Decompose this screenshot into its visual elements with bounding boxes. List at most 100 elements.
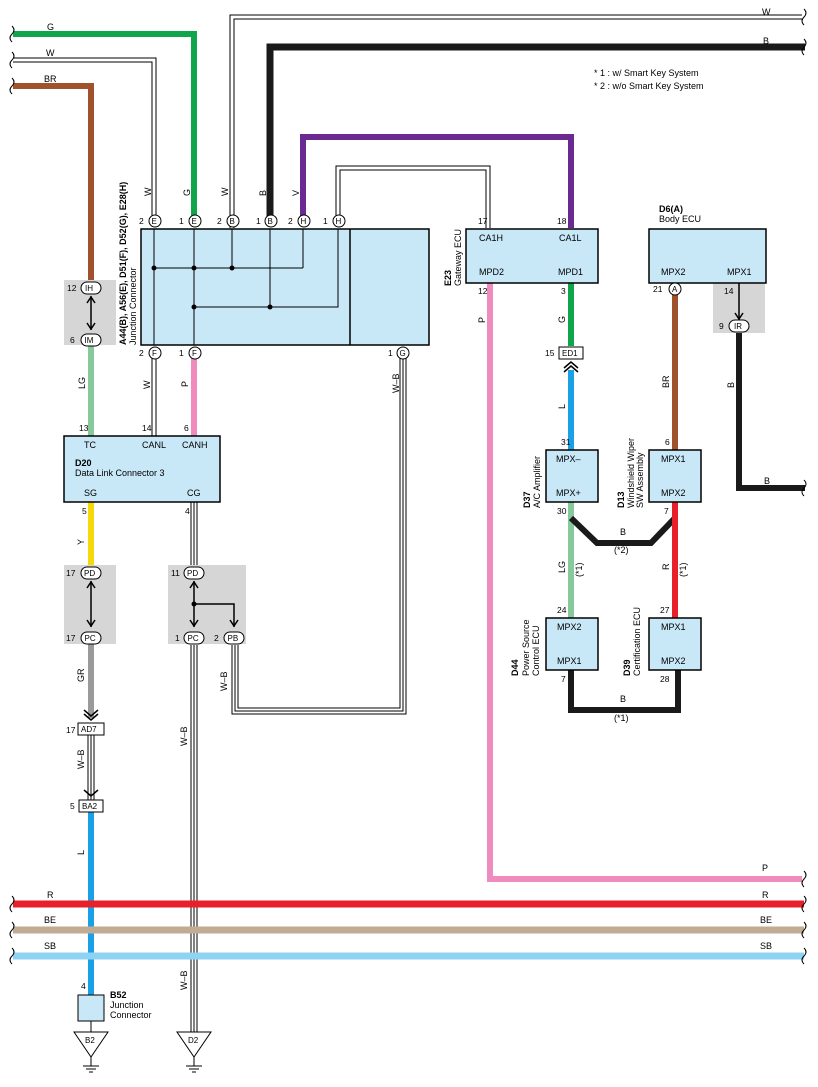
ground-b2-triangle (73, 1031, 109, 1058)
lbl-lg-2: LG (557, 561, 567, 573)
wire-w-ca1h (335, 165, 491, 228)
lbl-star1-c: (*1) (614, 713, 629, 723)
ad7-label: AD7 (81, 725, 97, 734)
note-2: * 2 : w/o Smart Key System (594, 81, 704, 91)
d37-box (545, 449, 599, 503)
pb-arrow-down (229, 619, 239, 628)
jc-pin-circle (188, 346, 202, 360)
lbl-wb-1: W–B (391, 373, 401, 393)
wires (13, 14, 805, 1032)
lbl-b-star2: B (620, 527, 626, 537)
jc-pin-code: E (152, 217, 157, 226)
e23-ca1l: CA1L (559, 233, 582, 243)
jc-title: A44(B), A56(E), D51(F), D52(G), E28(H) (118, 182, 128, 345)
lbl-wb-4: W–B (179, 726, 189, 746)
wire-b-star2 (568, 515, 678, 546)
lbl-g-2: G (557, 316, 567, 323)
lbl-sb-right: SB (760, 941, 772, 951)
pb-box (223, 631, 245, 645)
pc-right-pin: 1 (175, 633, 180, 643)
e23-mpd1: MPD1 (558, 267, 583, 277)
ih-pin: 12 (67, 283, 77, 293)
lbl-b-2: B (726, 382, 736, 388)
jc-subtitle: Junction Connector (128, 267, 138, 345)
d37-pin-top: 31 (561, 437, 571, 447)
jc-pin-num: 1 (179, 348, 184, 358)
d20-canl: CANL (142, 440, 166, 450)
break-left-3 (9, 77, 15, 95)
lbl-v-1: V (291, 190, 301, 196)
wire-br (13, 83, 94, 280)
jc-pin-code: B (230, 217, 235, 226)
lbl-w-3: W (142, 380, 152, 389)
note-1: * 1 : w/ Smart Key System (594, 68, 699, 78)
wire-w-ca1h-inner (336, 166, 490, 228)
d2-ground: D2 (176, 1031, 212, 1073)
lbl-r-left: R (47, 890, 54, 900)
lbl-b-3: B (764, 476, 770, 486)
pd-right-label: PD (187, 569, 198, 578)
im-label: IM (85, 336, 94, 345)
d20-pin-tc: 13 (79, 423, 89, 433)
lbl-b-top-right: B (763, 36, 769, 46)
d44-mpx1: MPX1 (557, 656, 582, 666)
d39-certification-ecu: MPX1 MPX2 27 28 D39 Certification ECU (622, 605, 702, 684)
lbl-w-2: W (220, 187, 230, 196)
jc-pin-num: 1 (179, 216, 184, 226)
lbl-wb-5: W–B (179, 970, 189, 990)
pd-left-label: PD (84, 569, 95, 578)
d6-pin-circle (668, 282, 682, 296)
ground-d2-label: D2 (188, 1036, 199, 1045)
break-right-1 (801, 8, 807, 26)
ad7-pin: 17 (66, 725, 76, 735)
jc-pin-code: F (152, 349, 157, 358)
d20-connector: D20 Data Link Connector 3 TC CANL CANH S… (63, 423, 221, 516)
d6-id: D6(A) (659, 204, 683, 214)
lbl-l-2: L (76, 850, 86, 855)
lbl-b-1: B (258, 190, 268, 196)
d44-name2: Control ECU (531, 625, 541, 676)
wire-b-star1 (568, 670, 681, 713)
d6-ir-arrow (734, 312, 744, 321)
break-right-7 (801, 479, 807, 497)
pd-pc-left: 17 PD 17 PC (66, 566, 102, 645)
jc-pin-circle (188, 214, 202, 228)
e23-gateway-ecu: CA1H CA1L MPD2 MPD1 17 18 12 3 E23 Gatew… (443, 216, 599, 296)
d13-pin-top: 6 (665, 437, 670, 447)
pd-left-arrow-down (86, 619, 96, 628)
jc-pin-code: H (301, 217, 307, 226)
jc-box (140, 228, 430, 346)
lbl-p-2: P (477, 317, 487, 323)
jc-pin-num: 1 (388, 348, 393, 358)
ir-label: IR (734, 322, 742, 331)
d39-box (648, 617, 702, 671)
wire-wb-g (231, 358, 407, 715)
jc-pin-code: G (400, 349, 406, 358)
lbl-y-1: Y (76, 539, 86, 545)
ed1-pin: 15 (545, 348, 555, 358)
e23-box (465, 228, 599, 284)
ed1-chevron (563, 361, 579, 373)
d20-pin-canh: 6 (184, 423, 189, 433)
footnotes: * 1 : w/ Smart Key System * 2 : w/o Smar… (594, 68, 704, 91)
jc-pin-circle (226, 214, 240, 228)
d6-mpx1: MPX1 (727, 267, 752, 277)
d37-ac-amplifier: MPX– MPX+ 31 30 D37 A/C Amplifier (522, 437, 599, 516)
im-label-box (80, 333, 102, 347)
wire-wb-g-inner (232, 358, 406, 714)
lbl-wb-3: W–B (219, 671, 229, 691)
jc-pin-circle (148, 214, 162, 228)
ground-b2-icon (83, 1065, 99, 1073)
jc-bottom-pins: 2 F 1 F 1 G (139, 346, 410, 360)
break-right-2 (801, 38, 807, 56)
jc-pin-circle (264, 214, 278, 228)
d20-canh: CANH (182, 440, 208, 450)
ba2-chevron (83, 789, 99, 797)
d13-name1: Windshield Wiper (626, 438, 636, 508)
lbl-sb-left: SB (44, 941, 56, 951)
jc-dots (151, 265, 273, 310)
b52-name1: Junction (110, 1000, 144, 1010)
break-left-5 (9, 921, 15, 939)
e23-name: Gateway ECU (453, 229, 463, 286)
lbl-br-1: BR (661, 375, 671, 388)
